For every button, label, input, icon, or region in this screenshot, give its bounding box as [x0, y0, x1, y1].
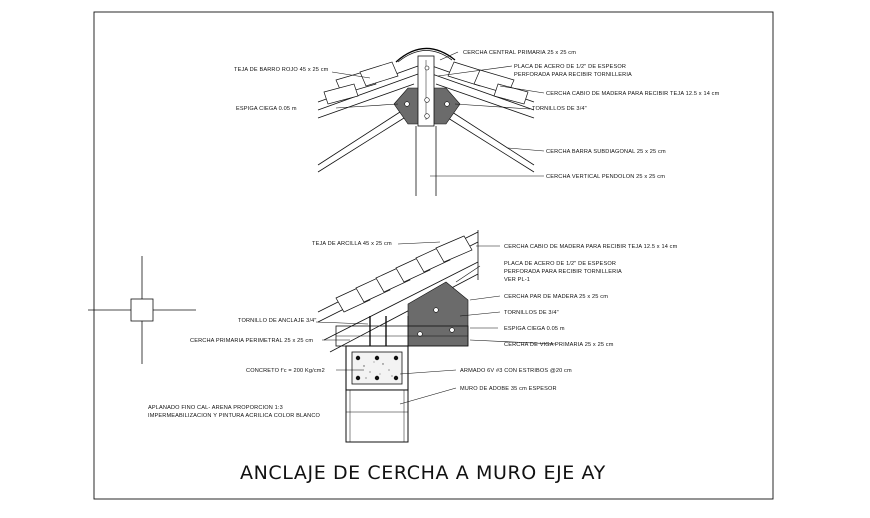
drawing-title: ANCLAJE DE CERCHA A MURO EJE AY [240, 462, 606, 484]
top-label-espiga: ESPIGA CIEGA 0.05 m [236, 106, 297, 112]
bottom-label-tornillos: TORNILLOS DE 3/4" [504, 310, 559, 316]
bottom-label-armado: ARMADO 6V #3 CON ESTRIBOS @20 cm [460, 368, 572, 374]
top-label-central: CERCHA CENTRAL PRIMARIA 25 x 25 cm [463, 50, 576, 56]
top-label-tornillos: TORNILLOS DE 3/4" [532, 106, 587, 112]
sub-diagonal-left [317, 111, 401, 166]
bottom-label-aplanado: APLANADO FINO CAL- ARENA PROPORCION 1:3 [148, 405, 283, 411]
sheet-border [93, 11, 774, 500]
bottom-label-espiga: ESPIGA CIEGA 0.05 m [504, 326, 565, 332]
top-ridge-detail [317, 47, 545, 196]
bottom-label-viga: CERCHA DE VIGA PRIMARIA 25 x 25 cm [504, 342, 614, 348]
bottom-label-muro: MURO DE ADOBE 35 cm ESPESOR [460, 386, 557, 392]
top-label-subdiagonal: CERCHA BARRA SUBDIAGONAL 25 x 25 cm [546, 149, 666, 155]
bottom-label-teja: TEJA DE ARCILLA 45 x 25 cm [312, 241, 392, 247]
bottom-label-plate-2: PERFORADA PARA RECIBIR TORNILLERIA [504, 269, 622, 275]
bottom-label-concreto: CONCRETO f'c = 200 Kg/cm2 [246, 368, 325, 374]
adobe-wall [345, 389, 409, 443]
bottom-label-plate-1: PLACA DE ACERO DE 1/2" DE ESPESOR [504, 261, 616, 267]
top-label-cabio: CERCHA CABIO DE MADERA PARA RECIBIR TEJA… [546, 91, 720, 97]
bottom-label-impermeabilizacion: IMPERMEABILIZACION Y PINTURA ACRILICA CO… [148, 413, 321, 419]
bottom-label-anclaje: TORNILLO DE ANCLAJE 3/4" [238, 318, 317, 324]
bottom-label-plate-3: VER PL-1 [504, 277, 530, 283]
bottom-label-cabio: CERCHA CABIO DE MADERA PARA RECIBIR TEJA… [504, 244, 678, 250]
top-label-plate-2: PERFORADA PARA RECIBIR TORNILLERIA [514, 72, 632, 78]
bottom-label-perimetral: CERCHA PRIMARIA PERIMETRAL 25 x 25 cm [190, 338, 313, 344]
sub-diagonal-right [451, 111, 535, 166]
reference-crosshair [88, 256, 196, 364]
top-label-tile: TEJA DE BARRO ROJO 45 x 25 cm [234, 67, 329, 73]
bottom-label-par: CERCHA PAR DE MADERA 25 x 25 cm [504, 294, 608, 300]
anchor-steel-plate [407, 281, 469, 347]
top-label-pendolon: CERCHA VERTICAL PENDOLON 25 x 25 cm [546, 174, 665, 180]
top-label-plate-1: PLACA DE ACERO DE 1/2" DE ESPESOR [514, 64, 626, 70]
bottom-wall-anchor-detail [315, 230, 557, 443]
